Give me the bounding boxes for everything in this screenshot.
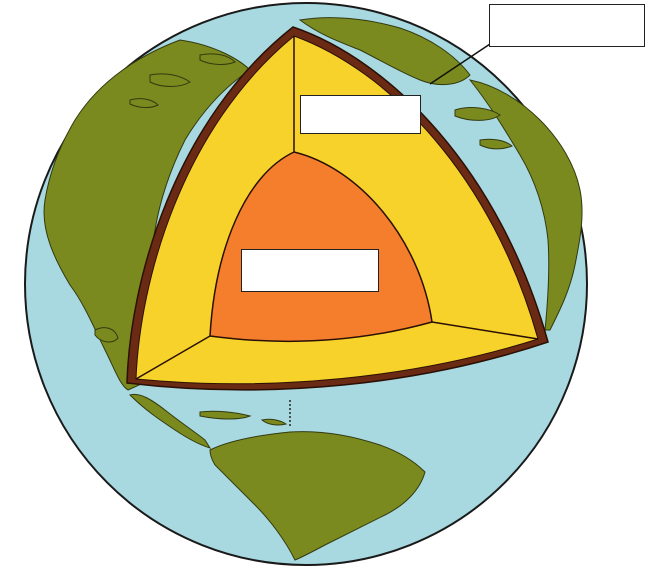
mantle-label-box[interactable] (300, 95, 421, 134)
core-label-box[interactable] (241, 249, 379, 292)
crust-label-box[interactable] (489, 4, 645, 47)
